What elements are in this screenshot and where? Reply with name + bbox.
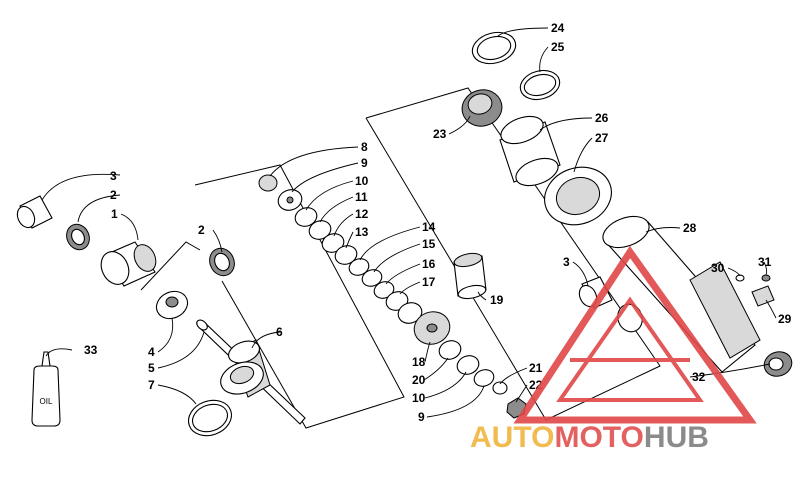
callout-7: 7 bbox=[148, 378, 155, 392]
watermark-text: AUTOMOTOHUB bbox=[470, 421, 709, 454]
callout-2: 2 bbox=[110, 188, 117, 202]
callout-28: 28 bbox=[683, 221, 697, 235]
part-2-seal bbox=[66, 223, 90, 251]
watermark-triangle-logo bbox=[513, 245, 757, 424]
callout-14: 14 bbox=[422, 220, 436, 234]
watermark-hub: HUB bbox=[644, 421, 709, 454]
lower-washers bbox=[438, 340, 527, 419]
callout-26: 26 bbox=[595, 111, 609, 125]
part-29-valve bbox=[735, 274, 775, 307]
callout-27: 27 bbox=[595, 131, 609, 145]
callouts: 3 2 1 2 4 5 6 7 8 9 10 11 12 13 14 15 16… bbox=[84, 21, 792, 424]
watermark-moto: MOTO bbox=[554, 421, 643, 454]
callout-6: 6 bbox=[276, 325, 283, 339]
callout-30: 30 bbox=[711, 261, 725, 275]
callout-24: 24 bbox=[551, 21, 565, 35]
callout-4: 4 bbox=[148, 345, 155, 359]
part-23-bearing-cap bbox=[461, 89, 503, 127]
callout-8: 8 bbox=[361, 140, 368, 154]
part-25-ring bbox=[519, 69, 561, 101]
callout-3-b: 3 bbox=[563, 255, 570, 269]
part-3-bushing-b bbox=[578, 276, 613, 309]
part-33-oil-bottle: OIL bbox=[31, 351, 61, 427]
callout-25: 25 bbox=[551, 40, 565, 54]
part-32-end-cap bbox=[763, 351, 793, 377]
callout-23: 23 bbox=[433, 127, 447, 141]
callout-20: 20 bbox=[412, 373, 426, 387]
part-27-reservoir-cap bbox=[544, 166, 612, 226]
callout-1: 1 bbox=[111, 207, 118, 221]
assembly-lines bbox=[140, 87, 661, 429]
callout-3: 3 bbox=[110, 169, 117, 183]
callout-21: 21 bbox=[529, 361, 543, 375]
callout-12: 12 bbox=[355, 207, 369, 221]
callout-17: 17 bbox=[422, 275, 436, 289]
part-3-bushing bbox=[16, 195, 53, 229]
part-24-ring bbox=[471, 31, 517, 65]
callout-32: 32 bbox=[692, 370, 706, 384]
part-18-piston bbox=[413, 311, 451, 345]
callout-33: 33 bbox=[84, 343, 98, 357]
callout-5: 5 bbox=[148, 361, 155, 375]
callout-16: 16 bbox=[422, 257, 436, 271]
callout-10: 10 bbox=[355, 174, 369, 188]
part-2-seal-b bbox=[209, 247, 235, 277]
part-19-band bbox=[453, 252, 487, 300]
callout-29: 29 bbox=[778, 312, 792, 326]
part-4-bumper bbox=[155, 290, 189, 320]
callout-18: 18 bbox=[412, 355, 426, 369]
callout-11: 11 bbox=[355, 190, 368, 204]
part-7-o-ring bbox=[187, 399, 233, 437]
part-28-shock-body bbox=[602, 215, 761, 373]
callout-9-b: 9 bbox=[418, 410, 425, 424]
callout-19: 19 bbox=[490, 293, 504, 307]
callout-9: 9 bbox=[361, 156, 368, 170]
washer-stack bbox=[258, 174, 423, 324]
callout-31: 31 bbox=[758, 255, 772, 269]
callout-2-b: 2 bbox=[198, 223, 205, 237]
part-1-eyelet bbox=[100, 241, 157, 287]
watermark-auto: AUTO bbox=[470, 421, 554, 454]
callout-15: 15 bbox=[422, 237, 436, 251]
watermark: AUTOMOTOHUB bbox=[470, 245, 757, 454]
callout-13: 13 bbox=[355, 225, 369, 239]
oil-bottle-label: OIL bbox=[40, 397, 53, 406]
callout-10-b: 10 bbox=[412, 391, 426, 405]
part-26-sleeve bbox=[499, 115, 561, 187]
part-6-piston-housing bbox=[220, 339, 271, 398]
leader-lines bbox=[41, 27, 777, 418]
